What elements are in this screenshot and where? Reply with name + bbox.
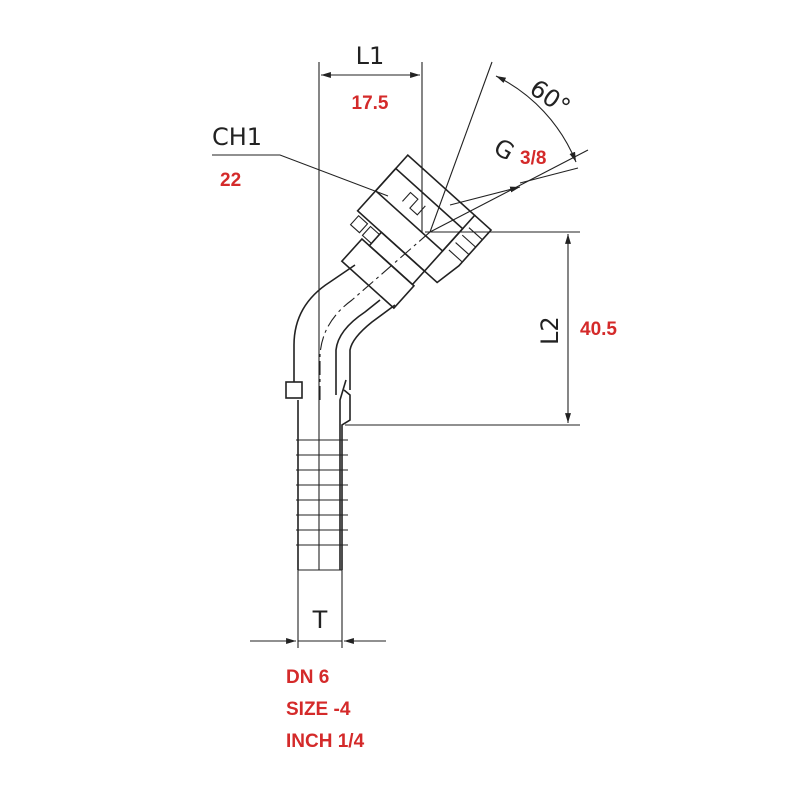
ch1-label: CH1 — [212, 123, 262, 151]
l1-label: L1 — [356, 42, 385, 70]
fitting-nut — [340, 153, 493, 310]
thread-value: 3/8 — [520, 148, 546, 169]
l1-dimension: L1 17.5 — [318, 42, 423, 570]
spec-inch: INCH 1/4 — [286, 731, 365, 752]
fitting-body — [285, 231, 431, 571]
thread-label: G — [489, 133, 519, 167]
t-label: T — [312, 606, 328, 634]
spec-dn: DN 6 — [286, 667, 329, 688]
l2-label: L2 — [536, 316, 564, 345]
t-dimension: T — [250, 560, 386, 648]
ch1-dimension: CH1 22 — [212, 123, 389, 197]
thread-dimension: G 3/8 — [449, 133, 579, 206]
l2-dimension: L2 40.5 — [345, 231, 617, 426]
angle-label: 60° — [525, 74, 576, 121]
spec-list: DN 6 SIZE -4 INCH 1/4 — [286, 667, 365, 752]
l1-value: 17.5 — [352, 93, 389, 114]
ch1-value: 22 — [220, 170, 241, 191]
l2-value: 40.5 — [580, 319, 617, 340]
spec-size: SIZE -4 — [286, 699, 351, 720]
